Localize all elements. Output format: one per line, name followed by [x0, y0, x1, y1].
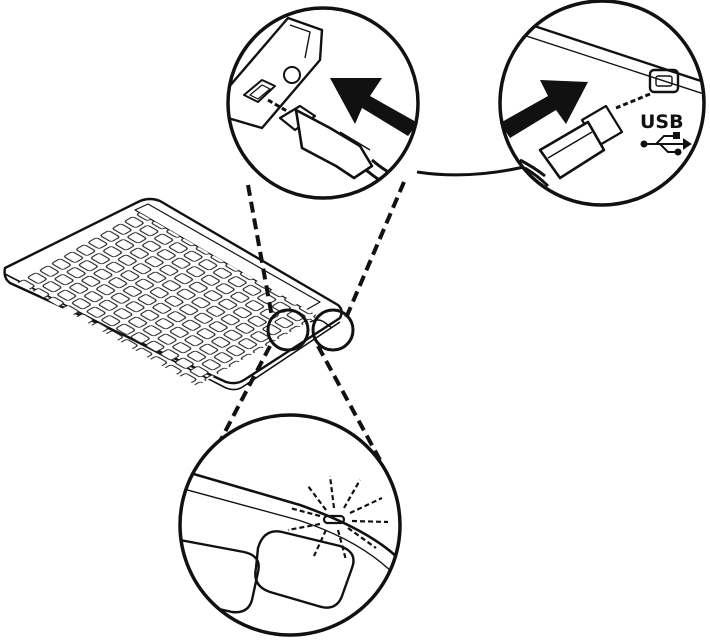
usb-trident-icon [640, 132, 692, 156]
keyboard-edge [4, 273, 341, 391]
key-right [254, 530, 355, 609]
keyboard [3, 197, 343, 391]
arrow-icon [500, 80, 588, 138]
audio-jack [283, 66, 301, 84]
key-left [180, 538, 260, 614]
status-led-icon [287, 475, 389, 561]
callout-connectors [203, 181, 406, 471]
callout-circle-port [266, 308, 310, 352]
cable-b [519, 158, 546, 178]
computer-edge [509, 16, 704, 86]
usb-a-housing [538, 120, 606, 180]
detail-micro-usb [226, 6, 420, 200]
detail-usb-a: USB [498, 0, 706, 207]
usb-cable-link [416, 164, 529, 177]
keyboard-corner-edge [180, 468, 400, 561]
device-edge [228, 16, 324, 130]
keyboard-keys [16, 212, 319, 386]
arrow-icon [330, 78, 418, 136]
keyboard-port-area [309, 319, 333, 329]
micro-usb-housing [294, 108, 374, 180]
usb-label: USB [640, 111, 684, 133]
detail-indicator-light [178, 413, 402, 637]
callout-circle-led [311, 308, 355, 352]
micro-usb-port [243, 79, 276, 103]
usb-port [648, 68, 680, 94]
